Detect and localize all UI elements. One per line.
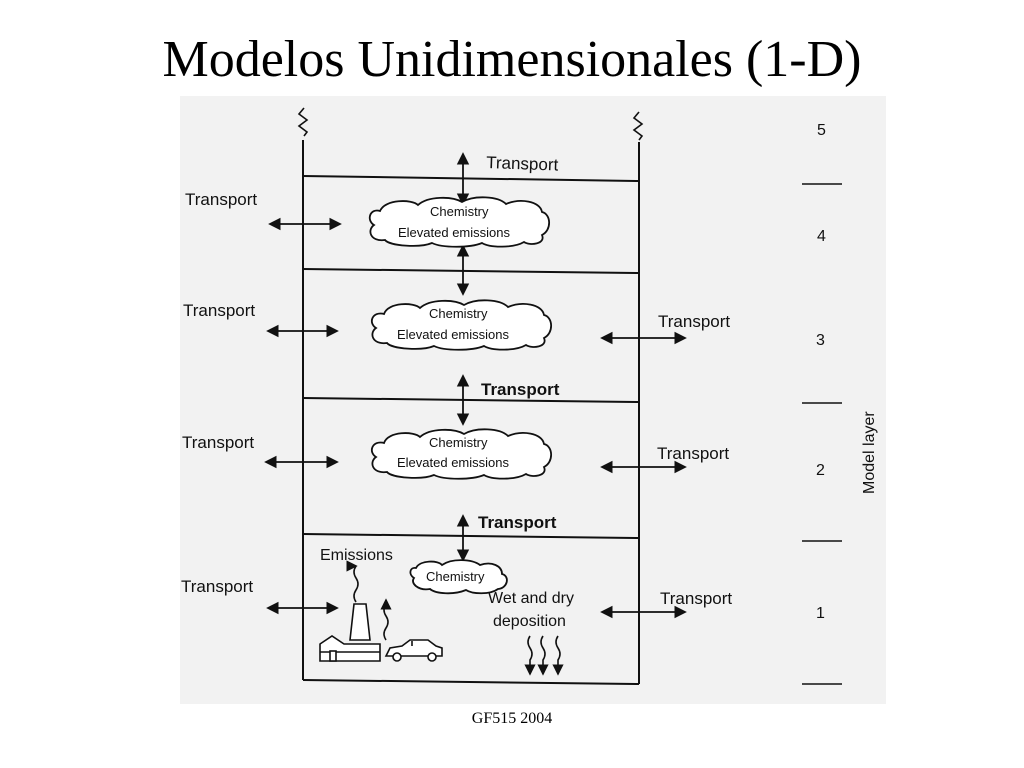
- emission-arrow-ground: [380, 598, 392, 641]
- layer-number-5: 5: [817, 122, 826, 139]
- layer-boundary-1-2: [302, 533, 640, 539]
- deposition-arrow-3: [552, 635, 564, 676]
- transport-label-left-layer4: Transport: [185, 190, 257, 209]
- model-layer-axis-label: Model layer: [861, 411, 878, 494]
- elevated-emissions-label-layer4: Elevated emissions: [398, 225, 510, 240]
- cloud-layer3: [370, 299, 553, 351]
- cloud-layer4: [368, 196, 551, 248]
- cloud-layer2: [370, 428, 553, 480]
- layer-boundary-2-3: [302, 397, 640, 403]
- chemistry-label-layer4: Chemistry: [430, 204, 489, 219]
- emissions-label: Emissions: [320, 547, 393, 564]
- transport-label-left-layer1: Transport: [181, 577, 253, 596]
- transport-label-between-1-2: Transport: [478, 513, 557, 532]
- transport-label-right-layer2: Transport: [657, 444, 729, 463]
- ground-line: [302, 679, 640, 685]
- layer-boundary-3-4: [302, 268, 640, 274]
- factory-icon: [319, 603, 381, 662]
- chemistry-label-layer3: Chemistry: [429, 306, 488, 321]
- model-layer-diagram: Transport Transport Transport Transport …: [180, 96, 886, 704]
- layer-number-4: 4: [817, 228, 826, 245]
- transport-label-left-layer2: Transport: [182, 433, 254, 452]
- layer-number-1: 1: [816, 605, 825, 622]
- transport-label-left-layer3: Transport: [183, 301, 255, 320]
- transport-label-top: Transport: [486, 153, 559, 175]
- deposition-arrow-1: [524, 635, 536, 676]
- deposition-label-line1: Wet and dry: [488, 590, 574, 607]
- deposition-arrow-2: [537, 635, 549, 676]
- car-icon: [384, 639, 443, 662]
- slide-title: Modelos Unidimensionales (1-D): [162, 31, 862, 88]
- chemistry-label-layer2: Chemistry: [429, 435, 488, 450]
- elevated-emissions-label-layer2: Elevated emissions: [397, 455, 509, 470]
- cloud-layer1: [409, 559, 508, 595]
- footer-text: GF515 2004: [471, 710, 553, 727]
- elevated-emissions-label-layer3: Elevated emissions: [397, 327, 509, 342]
- layer-number-2: 2: [816, 462, 825, 479]
- emission-arrow-chimney: [346, 564, 359, 603]
- layer-number-3: 3: [816, 332, 825, 349]
- chemistry-label-layer1: Chemistry: [426, 569, 485, 584]
- transport-label-right-layer1: Transport: [660, 589, 732, 608]
- top-squiggle-left: [297, 107, 309, 137]
- transport-label-between-3-4: Transport: [481, 380, 560, 399]
- transport-label-right-layer3: Transport: [658, 312, 730, 331]
- layer-boundary-4-5: [302, 175, 640, 182]
- top-squiggle-right: [632, 111, 644, 141]
- diagram-canvas: Transport Transport Transport Transport …: [181, 107, 878, 685]
- deposition-label-line2: deposition: [493, 613, 566, 630]
